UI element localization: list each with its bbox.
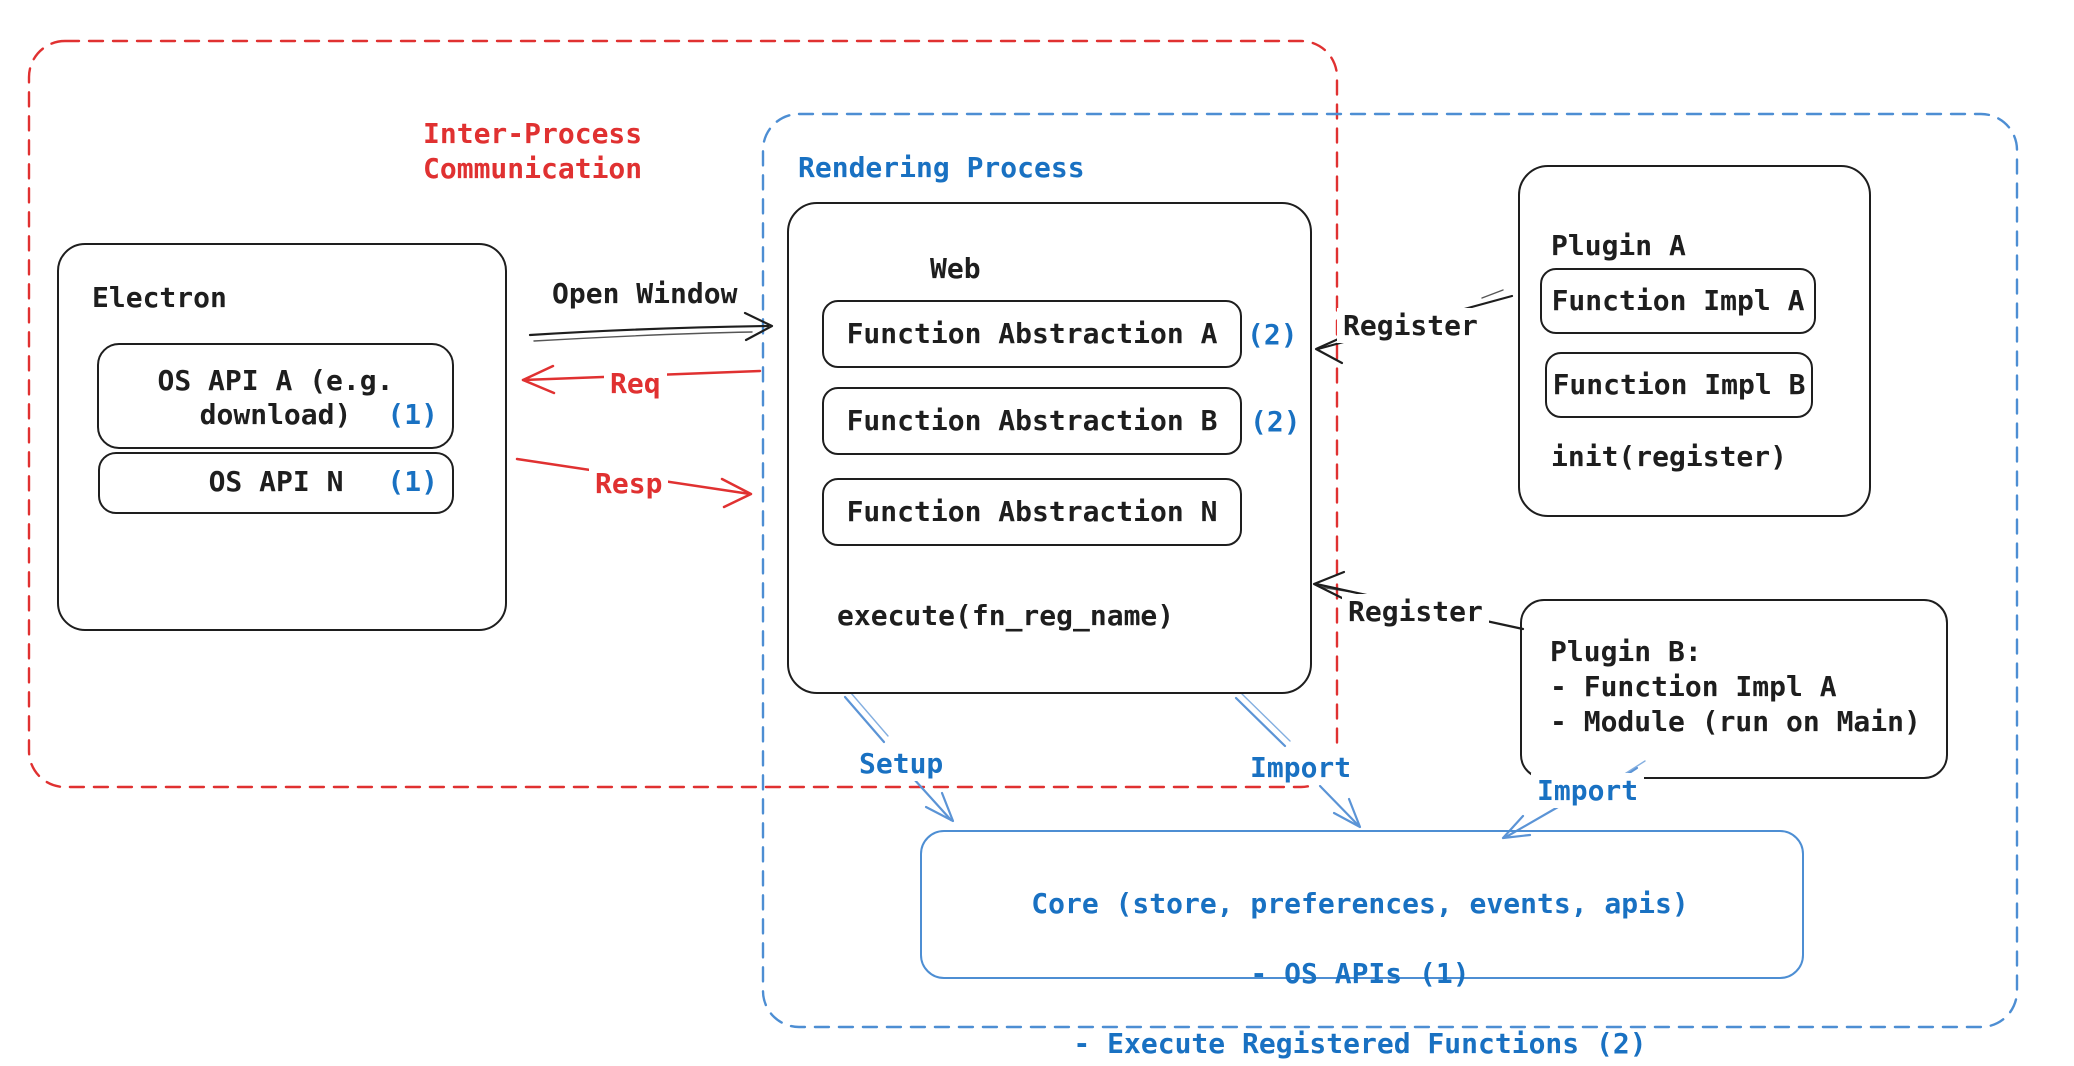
import-plugin-label: Import	[1531, 773, 1645, 808]
core-line-1: Core (store, preferences, events, apis)	[1031, 887, 1689, 920]
register-b-arrowhead	[1312, 570, 1346, 600]
fn-abstraction-n-label: Function Abstraction N	[846, 495, 1218, 528]
electron-box	[57, 243, 507, 631]
init-register-label: init(register)	[1551, 440, 1788, 473]
plugin-a-box	[1518, 165, 1871, 517]
setup-arrow-bottom	[911, 776, 953, 822]
fn-abstraction-a-label: Function Abstraction A	[846, 317, 1218, 350]
ipc-region-label: Inter-Process Communication	[423, 117, 643, 185]
electron-title: Electron	[92, 281, 227, 314]
fn-abstraction-a-chip: Function Abstraction A	[822, 300, 1242, 368]
open-window-arrowhead	[743, 311, 774, 342]
fn-impl-b-chip: Function Impl B	[1545, 352, 1813, 418]
resp-label: Resp	[589, 466, 669, 501]
fn-abstraction-a-badge: (2)	[1247, 318, 1298, 351]
os-api-a-line2: download)	[199, 398, 352, 431]
import-plugin-arrowhead	[1501, 814, 1532, 840]
req-arrowhead	[521, 364, 556, 395]
setup-label: Setup	[853, 746, 950, 781]
open-window-arrow-echo	[533, 331, 753, 342]
os-api-a-line1: OS API A (e.g.	[157, 364, 394, 397]
resp-arrowhead	[720, 477, 753, 509]
os-api-a-badge: (1)	[387, 398, 438, 431]
register-a-label: Register	[1337, 308, 1484, 343]
core-line-3: - Execute Registered Functions (2)	[1073, 1027, 1647, 1060]
fn-impl-a-label: Function Impl A	[1551, 284, 1805, 317]
os-api-n-badge: (1)	[387, 465, 438, 498]
fn-impl-a-chip: Function Impl A	[1540, 268, 1816, 334]
import-web-arrow-bottom	[1318, 784, 1360, 827]
fn-abstraction-n-chip: Function Abstraction N	[822, 478, 1242, 546]
req-label: Req	[604, 366, 667, 401]
web-title: Web	[930, 252, 981, 285]
import-web-arrowhead	[1332, 797, 1362, 829]
web-box	[787, 202, 1312, 694]
core-line-2: - OS APIs (1)	[1250, 957, 1470, 990]
import-web-arrow-top	[1234, 696, 1287, 748]
ipc-dashed-frame	[27, 39, 1339, 789]
register-a-arrowhead	[1314, 334, 1347, 365]
os-api-n-chip: OS API N (1)	[98, 452, 454, 514]
rendering-dashed-frame	[761, 112, 2019, 1029]
register-a-swoosh	[1481, 289, 1504, 299]
setup-arrow-echo	[850, 692, 889, 737]
core-text: Core (store, preferences, events, apis) …	[920, 851, 1800, 1066]
import-web-arrow-echo	[1241, 693, 1291, 742]
setup-arrow-top	[843, 695, 886, 744]
open-window-label: Open Window	[552, 277, 738, 310]
core-box	[920, 830, 1804, 979]
fn-abstraction-b-chip: Function Abstraction B	[822, 387, 1242, 455]
import-plugin-arrow-bottom	[1504, 805, 1560, 839]
os-api-a-chip: OS API A (e.g. download) (1)	[97, 343, 454, 449]
plugin-a-title: Plugin A	[1551, 229, 1686, 262]
fn-impl-b-label: Function Impl B	[1552, 368, 1806, 401]
fn-abstraction-b-label: Function Abstraction B	[846, 404, 1218, 437]
plugin-b-body: Plugin B: - Function Impl A - Module (ru…	[1550, 635, 1921, 738]
fn-abstraction-b-badge: (2)	[1250, 405, 1301, 438]
register-b-label: Register	[1342, 594, 1489, 629]
import-web-label: Import	[1244, 750, 1358, 785]
execute-label: execute(fn_reg_name)	[837, 599, 1175, 632]
rendering-region-label: Rendering Process	[798, 151, 1085, 184]
os-api-n-label: OS API N	[208, 465, 344, 498]
plugin-b-box	[1520, 599, 1948, 779]
register-b-swoosh	[1319, 586, 1353, 593]
setup-arrowhead	[924, 791, 955, 823]
open-window-arrow	[528, 324, 770, 337]
